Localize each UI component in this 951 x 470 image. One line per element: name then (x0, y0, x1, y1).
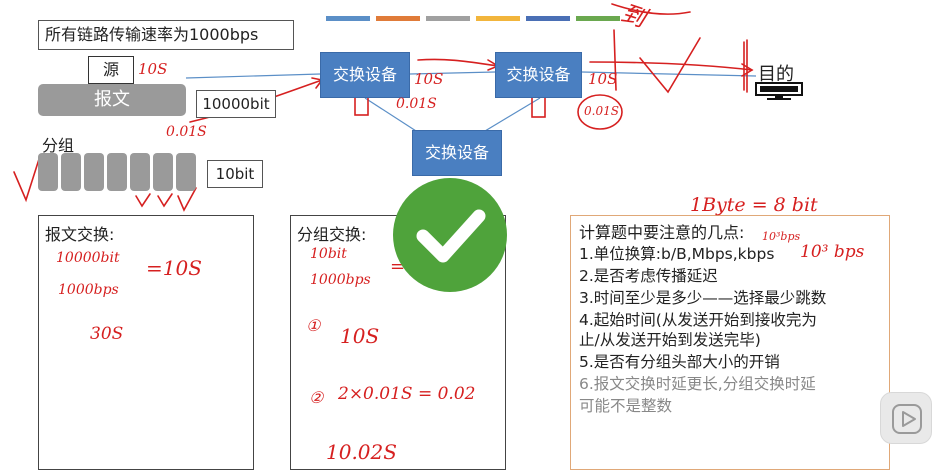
annotation-pkt-calc-num: 10bit (310, 246, 347, 262)
note-item: 6.报文交换时延更长,分组交换时延 (579, 375, 816, 393)
packet (84, 153, 104, 191)
annotation-switch-a-pkt: 0.01S (396, 96, 437, 112)
packet (107, 153, 127, 191)
annotation-msg-calc-num: 10000bit (56, 250, 120, 266)
title-color-bar (426, 16, 470, 21)
annotation-msg-total: 30S (90, 324, 124, 344)
annotation-kbps-small: 10³bps (762, 230, 801, 243)
annotation-msg-calc-res: =10S (146, 256, 202, 280)
switch-a: 交换设备 (320, 52, 410, 98)
switch-c: 交换设备 (412, 130, 502, 176)
packet-size: 10bit (207, 160, 263, 188)
play-button[interactable] (880, 392, 932, 444)
packet (176, 153, 196, 191)
annotation-step-two-calc: 2×0.01S = 0.02 (338, 384, 476, 404)
annotation-step-two: ② (309, 388, 324, 407)
message-block: 报文 (38, 84, 186, 116)
annotation-switch-a-time: 10S (414, 70, 444, 88)
annotation-msg-calc-den: 1000bps (58, 282, 119, 298)
annotation-pkt-calc-den: 1000bps (310, 272, 371, 288)
note-item: 4.起始时间(从发送开始到接收完为 (579, 311, 817, 329)
message-switching-panel: 报文交换: (38, 215, 254, 470)
annotation-pkt-time: 0.01S (166, 124, 207, 140)
title-color-bar (576, 16, 620, 21)
annotation-pkt-total: 10.02S (326, 440, 397, 464)
title-color-bar (376, 16, 420, 21)
link-rate-label: 所有链路传输速率为1000bps (38, 20, 294, 50)
note-item: 1.单位换算:b/B,Mbps,kbps (579, 245, 775, 263)
annotation-switch-b-pkt: 0.01S (584, 104, 619, 118)
note-item: 5.是否有分组头部大小的开销 (579, 353, 780, 371)
message-switching-title: 报文交换: (45, 225, 115, 244)
monitor-icon (755, 82, 803, 100)
packet (130, 153, 150, 191)
annotation-kbps-note: 10³ bps (800, 242, 865, 262)
packet (61, 153, 81, 191)
play-icon (892, 404, 922, 434)
note-item: 止/从发送开始到发送完毕) (579, 331, 761, 349)
message-size: 10000bit (196, 90, 276, 118)
switch-b: 交换设备 (495, 52, 582, 98)
notes-panel: 计算题中要注意的几点: 1.单位换算:b/B,Mbps,kbps 2.是否考虑传… (570, 215, 890, 470)
title-color-bar (526, 16, 570, 21)
note-item: 可能不是整数 (579, 397, 673, 415)
destination-label: 目的 (758, 64, 794, 85)
packet (153, 153, 173, 191)
annotation-src-time: 10S (138, 60, 168, 78)
packet-switching-title: 分组交换: (297, 225, 367, 244)
notes-title: 计算题中要注意的几点: (579, 223, 745, 242)
title-color-bar (326, 16, 370, 21)
annotation-step-one: ① (306, 316, 321, 335)
packets-label: 分组 (42, 136, 75, 155)
packet (38, 153, 58, 191)
annotation-step-one-val: 10S (340, 324, 380, 348)
source-label: 源 (88, 56, 134, 84)
annotation-byte-def: 1Byte = 8 bit (690, 194, 818, 216)
checkmark-icon (393, 178, 507, 292)
title-color-bar (476, 16, 520, 21)
annotation-switch-b-time: 10S (588, 70, 618, 88)
note-item: 3.时间至少是多少——选择最少跳数 (579, 289, 827, 307)
note-item: 2.是否考虑传播延迟 (579, 267, 718, 285)
